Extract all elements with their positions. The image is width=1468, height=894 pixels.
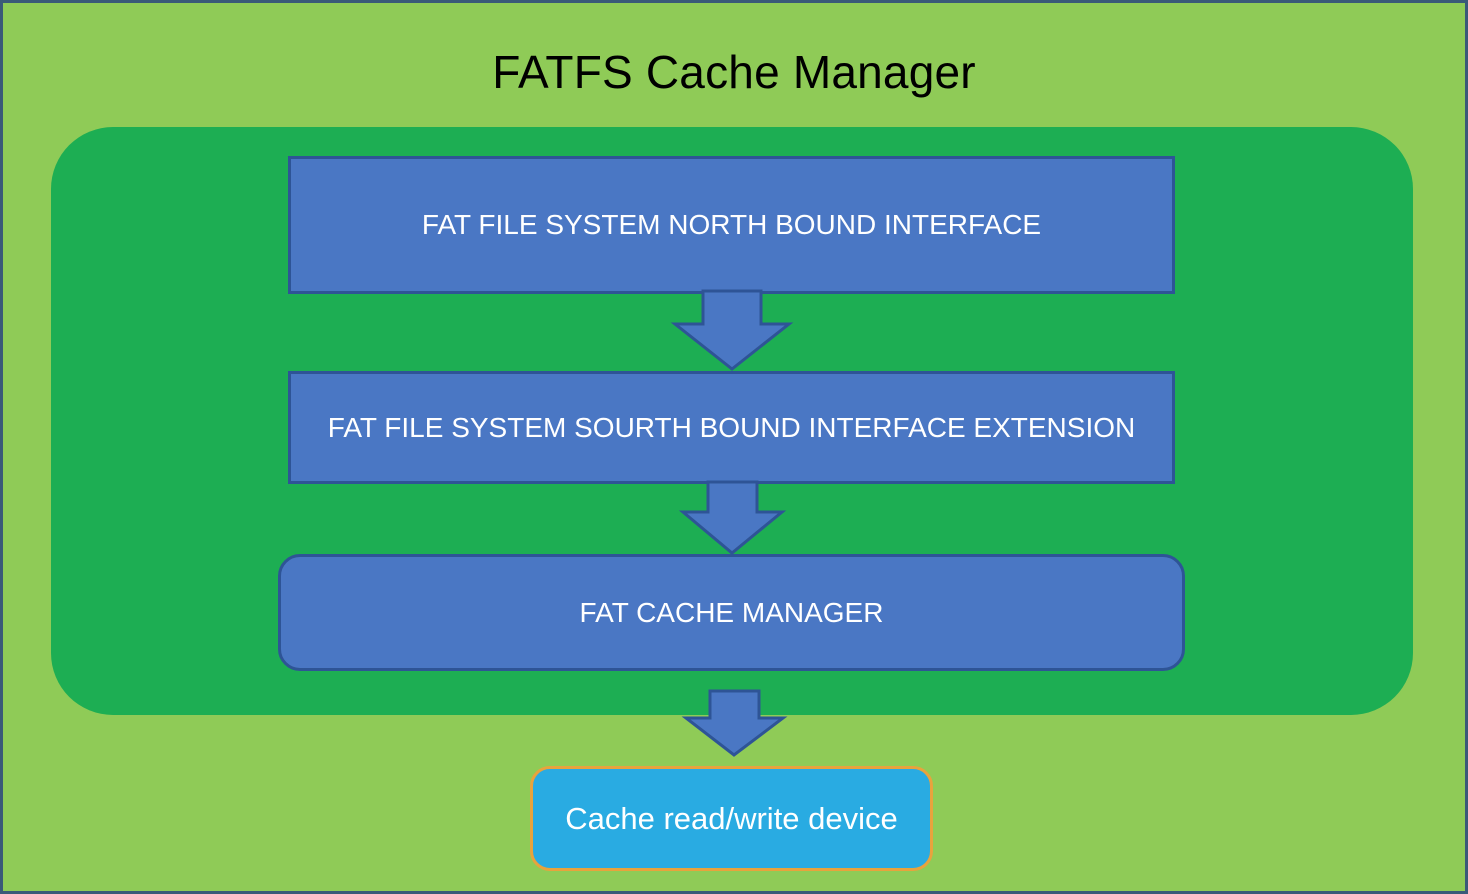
- arrow-cache-manager-to-device-icon: [681, 689, 788, 757]
- layer-box-fat-cache-manager[interactable]: FAT CACHE MANAGER: [278, 554, 1185, 671]
- arrow-north-to-south-icon: [670, 289, 794, 371]
- arrow-south-to-cache-manager-icon: [678, 480, 787, 555]
- layer-box-north-bound-interface[interactable]: FAT FILE SYSTEM NORTH BOUND INTERFACE: [288, 156, 1175, 294]
- device-box-cache-read-write-device[interactable]: Cache read/write device: [530, 766, 933, 871]
- layer-box-south-bound-interface-extension[interactable]: FAT FILE SYSTEM SOURTH BOUND INTERFACE E…: [288, 371, 1175, 484]
- page-title: FATFS Cache Manager: [492, 46, 976, 98]
